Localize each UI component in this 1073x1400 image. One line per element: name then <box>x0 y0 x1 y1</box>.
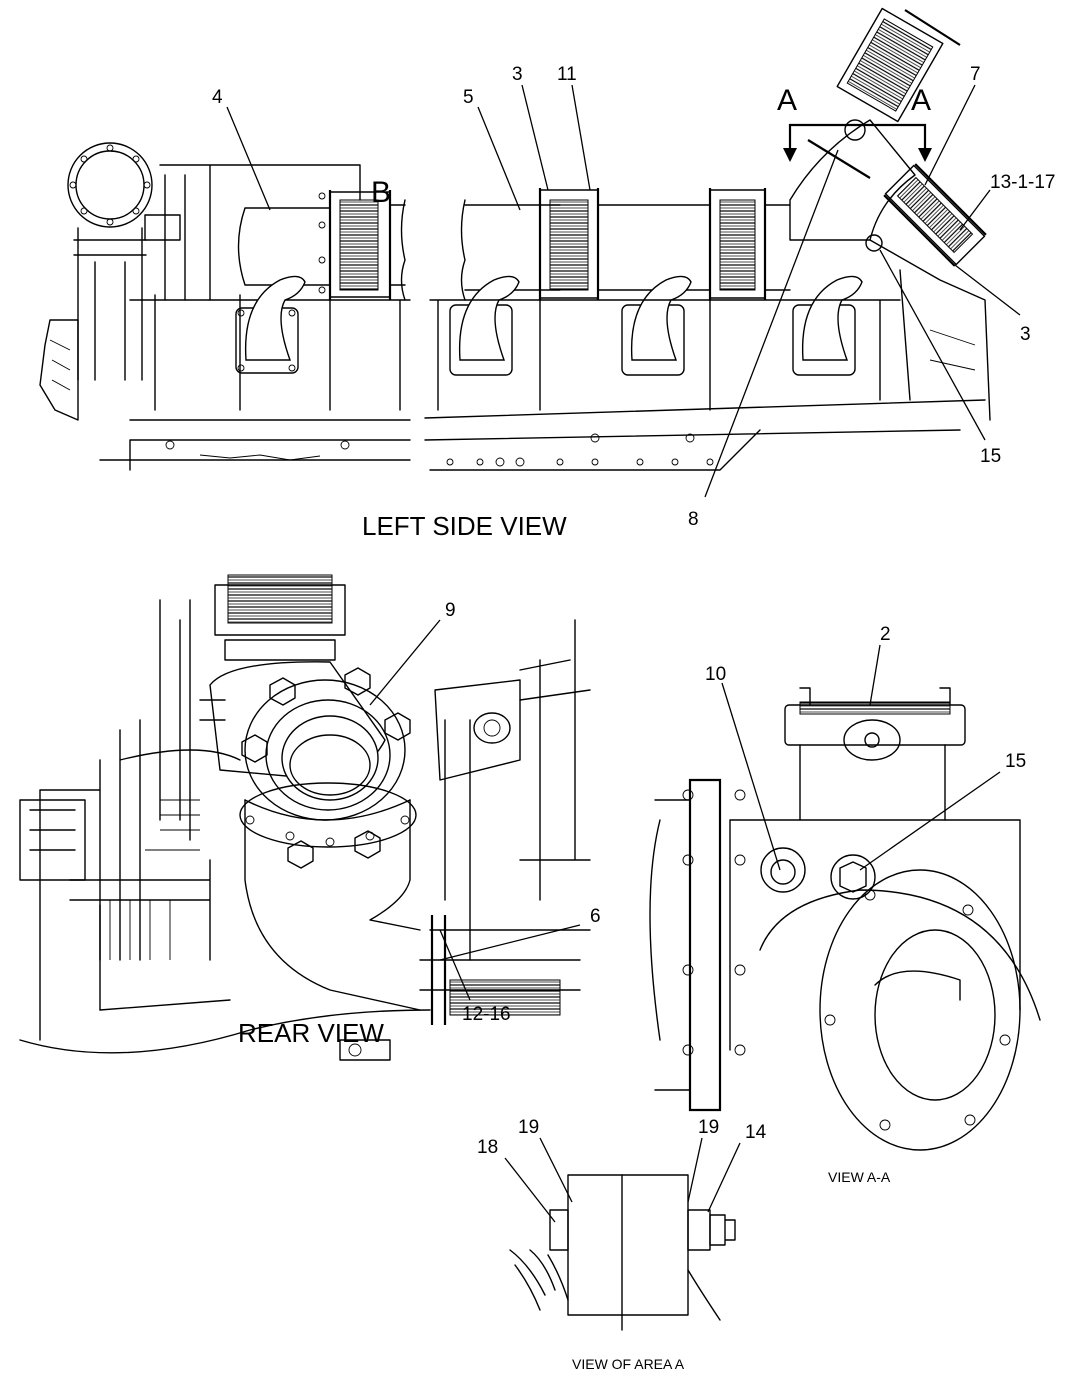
callout-13-1-17: 13-1-17 <box>990 172 1056 193</box>
callout-labels: 4 5 3 11 7 13-1-17 3 15 8 9 6 12-16 10 2… <box>212 64 1056 1158</box>
callout-12-16: 12-16 <box>462 1004 511 1025</box>
callout-19-right: 19 <box>698 1117 719 1138</box>
callout-11: 11 <box>557 64 577 85</box>
callout-5: 5 <box>463 87 474 108</box>
callout-4: 4 <box>212 87 223 108</box>
section-marks: A A B <box>371 84 931 209</box>
callout-14: 14 <box>745 1122 767 1143</box>
left-side-view <box>39 7 991 471</box>
callout-7: 7 <box>970 64 981 85</box>
callout-3-top: 3 <box>512 64 523 85</box>
callout-3-right: 3 <box>1020 324 1031 345</box>
section-mark-b: B <box>371 176 391 209</box>
rear-view-title: REAR VIEW <box>238 1018 384 1048</box>
callout-9: 9 <box>445 600 456 621</box>
callout-18: 18 <box>477 1137 498 1158</box>
rear-view <box>19 574 591 1061</box>
callout-10: 10 <box>705 664 726 685</box>
section-mark-a-left: A <box>777 84 797 117</box>
callout-19-left: 19 <box>518 1117 539 1138</box>
view-titles: LEFT SIDE VIEW REAR VIEW VIEW A-A VIEW O… <box>238 511 891 1372</box>
view-area-a-title: VIEW OF AREA A <box>572 1356 685 1372</box>
view-aa-title: VIEW A-A <box>828 1169 891 1185</box>
callout-8: 8 <box>688 509 699 530</box>
view-aa <box>649 687 1041 1151</box>
leader-lines <box>226 84 1021 1223</box>
left-side-view-title: LEFT SIDE VIEW <box>362 511 567 541</box>
callout-15-top: 15 <box>980 446 1001 467</box>
section-mark-a-right: A <box>911 84 931 117</box>
view-area-a <box>509 1174 736 1331</box>
callout-6: 6 <box>590 906 601 927</box>
callout-2: 2 <box>880 624 891 645</box>
callout-15-aa: 15 <box>1005 751 1026 772</box>
